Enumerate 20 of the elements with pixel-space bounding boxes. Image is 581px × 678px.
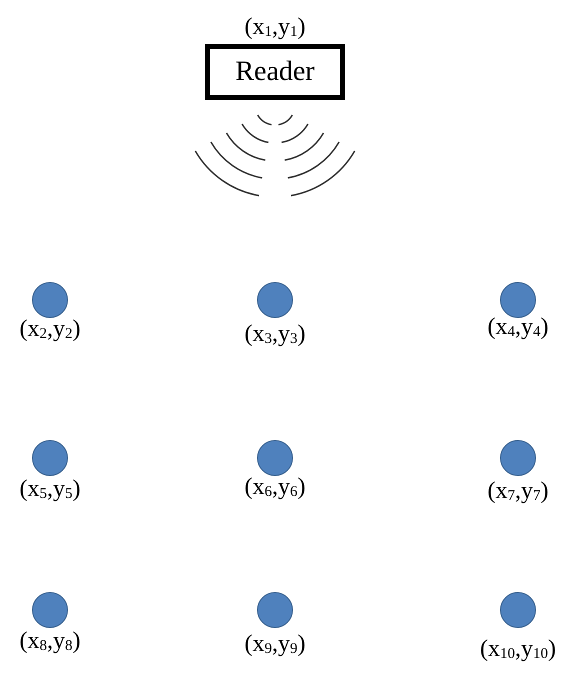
tag-dot	[257, 282, 293, 318]
coordinate-label: (x$_{8}$,y$_{8}$)	[20, 628, 80, 655]
tag-dot	[257, 592, 293, 628]
tag-dot	[500, 440, 536, 476]
coordinate-label: (x$_{5}$,y$_{5}$)	[20, 476, 80, 503]
coordinate-label: (x$_{2}$,y$_{2}$)	[20, 316, 80, 343]
coordinate-label: (x$_{10}$,y$_{10}$)	[480, 636, 556, 663]
tag-dot	[32, 282, 68, 318]
tag-dot	[32, 592, 68, 628]
reader-box: Reader	[205, 44, 345, 100]
coordinate-label: (x$_{4}$,y$_{4}$)	[488, 314, 548, 341]
coordinate-label: (x$_{9}$,y$_{9}$)	[244, 631, 306, 658]
tag-dot	[500, 592, 536, 628]
coordinate-label: (x$_{1}$,y$_{1}$)	[244, 14, 306, 41]
tag-dot	[500, 282, 536, 318]
coordinate-label: (x$_{3}$,y$_{3}$)	[244, 321, 306, 348]
tag-dot	[257, 440, 293, 476]
coordinate-label: (x$_{7}$,y$_{7}$)	[488, 478, 548, 505]
coordinate-label: (x$_{6}$,y$_{6}$)	[244, 474, 306, 501]
tag-dot	[32, 440, 68, 476]
